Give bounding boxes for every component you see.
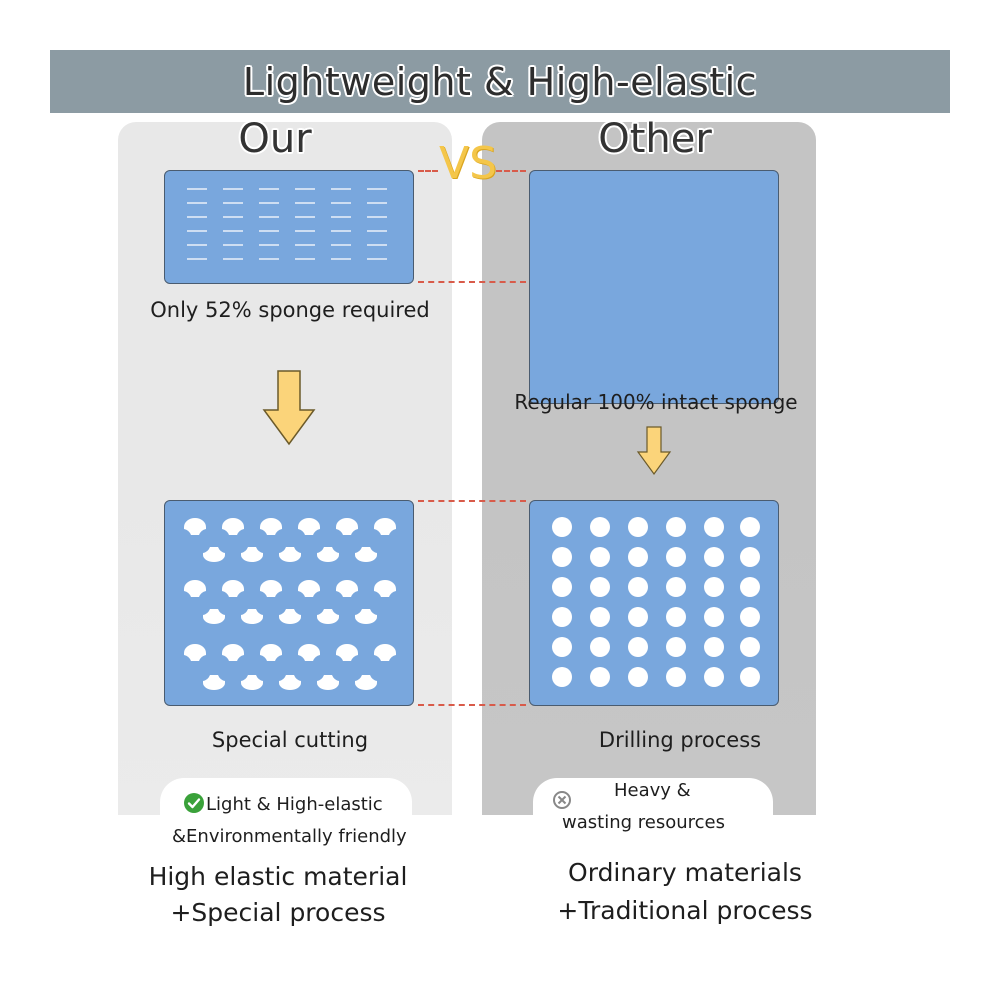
drilling-panel (529, 500, 779, 706)
page-title: Lightweight & High-elastic (242, 59, 758, 104)
other-benefit-line1: Heavy & (614, 780, 691, 801)
other-top-caption: Regular 100% intact sponge (514, 390, 798, 414)
our-benefit-line2: &Environmentally friendly (172, 826, 407, 847)
connector-line (418, 704, 526, 706)
our-summary-area (118, 815, 452, 910)
our-summary-line1: High elastic material (148, 862, 408, 891)
our-heading: Our (238, 116, 312, 162)
our-summary-line2: +Special process (170, 898, 386, 927)
x-circle-icon (552, 790, 572, 810)
down-arrow-icon (636, 426, 672, 476)
other-bottom-caption: Drilling process (598, 728, 762, 752)
other-summary-area (482, 815, 816, 910)
check-circle-icon (183, 792, 205, 814)
other-summary-line1: Ordinary materials (568, 858, 802, 887)
connector-line (496, 170, 526, 172)
sliced-sponge-panel (164, 170, 414, 284)
connector-line (418, 281, 526, 283)
other-heading: Other (598, 116, 712, 162)
other-benefit-pill (533, 778, 773, 818)
connector-line (418, 500, 526, 502)
other-benefit-line2: wasting resources (562, 812, 725, 833)
down-arrow-icon (262, 370, 316, 446)
special-cutting-panel (164, 500, 414, 706)
our-bottom-caption: Special cutting (211, 728, 369, 752)
our-top-caption: Only 52% sponge required (150, 298, 430, 322)
other-summary-line2: +Traditional process (557, 896, 813, 925)
connector-line (418, 170, 438, 172)
header-banner (50, 50, 950, 113)
our-benefit-line1: Light & High-elastic (206, 794, 383, 815)
vs-label: VS (438, 138, 498, 189)
intact-sponge-panel (529, 170, 779, 404)
